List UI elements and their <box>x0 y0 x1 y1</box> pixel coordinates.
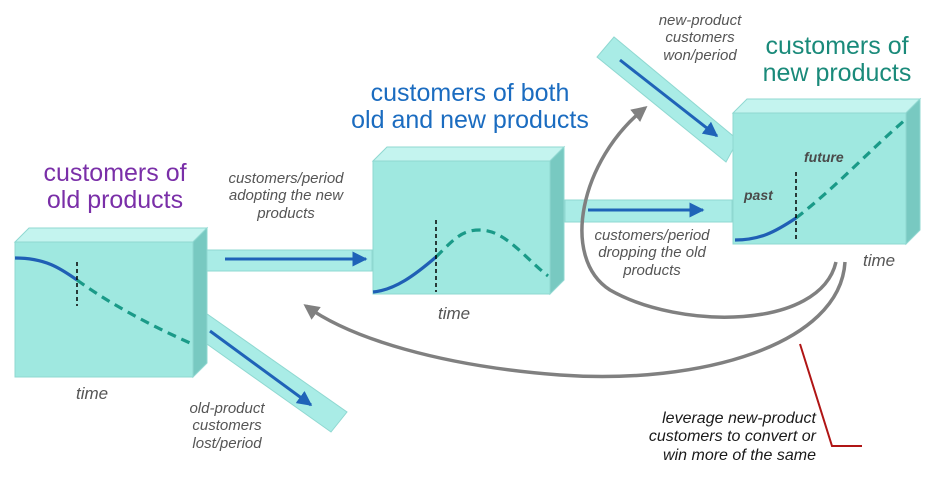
flow-label-dropping: customers/period dropping the old produc… <box>594 227 710 279</box>
past-label: past <box>744 187 773 203</box>
dropping-pipe <box>564 199 733 223</box>
stock-box-new <box>731 97 922 246</box>
old-curve-past <box>14 256 78 282</box>
stock-box-old <box>13 226 209 379</box>
axis-label-new: time <box>863 251 896 270</box>
new-curve-future <box>795 118 907 220</box>
both-curve-future <box>434 228 549 278</box>
future-label: future <box>804 149 844 165</box>
axis-label-old: time <box>76 384 109 403</box>
stock-title-both: customers of both old and new products <box>351 79 589 134</box>
feedback-loop-convert-arrow <box>303 261 847 379</box>
old-curve-future <box>76 278 191 345</box>
stock-title-old: customers of old products <box>43 159 187 214</box>
flow-label-lost: old-product customers lost/period <box>189 400 265 452</box>
axis-label-both: time <box>438 304 471 323</box>
callout-connector-line <box>799 343 862 447</box>
feedback-loop-win-arrow <box>580 106 838 319</box>
adopting-pipe <box>197 249 373 272</box>
won-flow-arrow <box>619 58 719 138</box>
lost-flow-arrow <box>209 329 313 407</box>
flow-label-adopting: customers/period adopting the new produc… <box>228 170 344 222</box>
callout-note: leverage new-product customers to conver… <box>648 410 816 464</box>
stock-title-new: customers of new products <box>762 32 912 87</box>
both-curve-past <box>372 255 438 294</box>
won-pipe <box>596 36 739 163</box>
flow-label-won: new-product customers won/period <box>658 12 742 64</box>
new-curve-past <box>734 216 797 242</box>
stock-box-both <box>371 145 566 296</box>
